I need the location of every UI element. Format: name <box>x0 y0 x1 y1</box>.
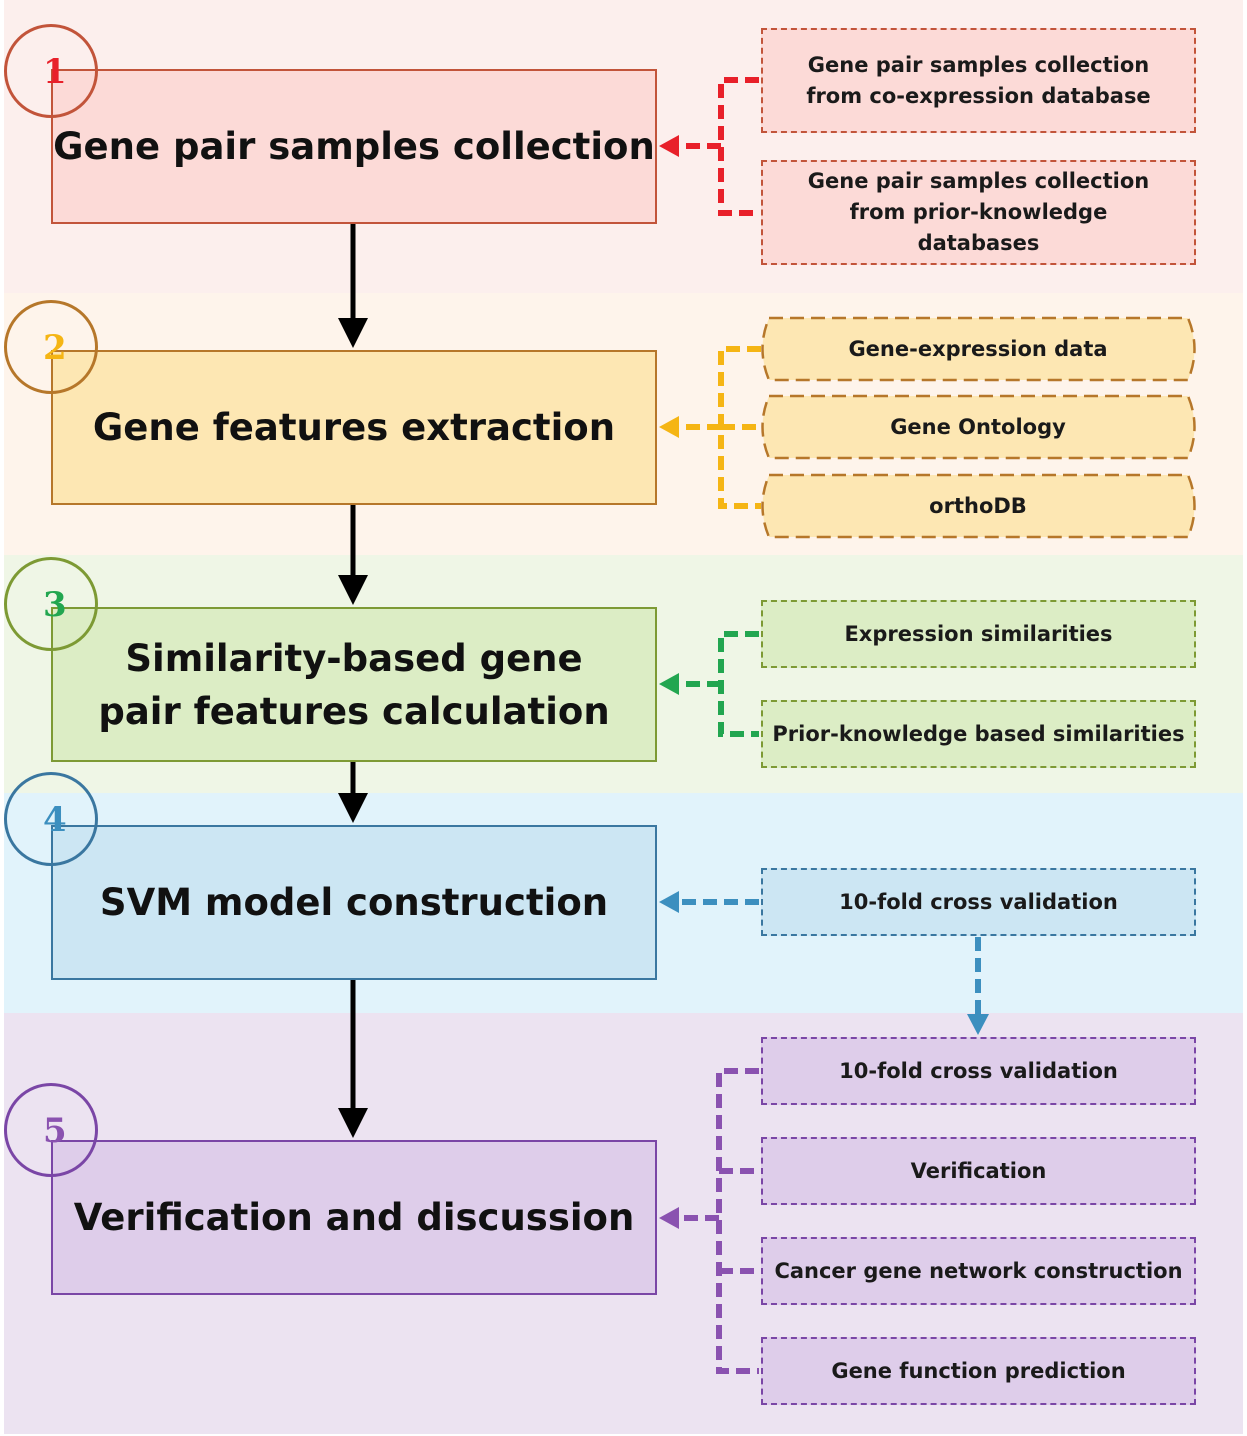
step-2-number: 2 <box>43 328 67 368</box>
step-1-connector <box>675 77 759 216</box>
step-4-number: 4 <box>43 800 67 840</box>
step-2-input-3-label: orthoDB <box>929 493 1027 518</box>
step-2-input-1-label: Gene-expression data <box>848 336 1108 361</box>
step-4-title: SVM model construction <box>99 881 609 924</box>
step-3-input-2-label: Prior-knowledge based similarities <box>772 721 1185 746</box>
step-2-connector <box>675 346 761 509</box>
step-4-number-circle: 4 <box>4 772 98 866</box>
step-2-box: Gene features extraction <box>51 350 657 505</box>
step-2-input-2-label: Gene Ontology <box>890 414 1066 439</box>
step-5-input-3-label: Cancer gene network construction <box>774 1258 1183 1283</box>
step-3-input-2-box: Prior-knowledge based similarities <box>761 700 1196 768</box>
step-5-arrowhead <box>659 1207 679 1229</box>
step-5-input-2-box: Verification <box>761 1137 1196 1205</box>
step-2-arrowhead <box>659 416 679 438</box>
step-5-connector <box>675 1068 759 1374</box>
step-5-box: Verification and discussion <box>51 1140 657 1295</box>
step-1-input-1-box: Gene pair samples collection from co-exp… <box>761 28 1196 133</box>
step-3-box: Similarity-based gene pair features calc… <box>51 607 657 762</box>
step-5-input-1-label: 10-fold cross validation <box>839 1058 1118 1083</box>
step-3-title: Similarity-based gene pair features calc… <box>98 636 610 733</box>
step-5-input-3-box: Cancer gene network construction <box>761 1237 1196 1305</box>
step-4-input-1-box: 10-fold cross validation <box>761 868 1196 936</box>
step-5-input-4-label: Gene function prediction <box>831 1358 1126 1383</box>
step-5-number: 5 <box>43 1111 67 1151</box>
step-1-box: Gene pair samples collection <box>51 69 657 224</box>
step-3-input-1-box: Expression similarities <box>761 600 1196 668</box>
step-5-number-circle: 5 <box>4 1083 98 1177</box>
step-1-input-2-label: Gene pair samples collection from prior-… <box>807 169 1150 255</box>
step-4-input-1-label: 10-fold cross validation <box>839 889 1118 914</box>
step-1-input-2-box: Gene pair samples collection from prior-… <box>761 160 1196 265</box>
step-5-input-4-box: Gene function prediction <box>761 1337 1196 1405</box>
step-2-input-3-scroll <box>761 473 1196 539</box>
step-2-input-2-box: Gene Ontology <box>764 396 1192 458</box>
step-2-input-2-scroll <box>761 394 1196 460</box>
step-5-input-2-label: Verification <box>910 1158 1047 1183</box>
step-3-connector <box>675 631 759 737</box>
step-1-arrowhead <box>659 135 679 157</box>
step-3-input-1-label: Expression similarities <box>844 621 1113 646</box>
step-3-number: 3 <box>43 585 67 625</box>
step-3-arrowhead <box>659 673 679 695</box>
step-1-number-circle: 1 <box>4 24 98 118</box>
step-5-title: Verification and discussion <box>73 1196 635 1239</box>
step-2-input-3-box: orthoDB <box>764 475 1192 537</box>
step-1-input-1-label: Gene pair samples collection from co-exp… <box>806 52 1151 108</box>
step-3-number-circle: 3 <box>4 557 98 651</box>
step-4-arrowhead <box>659 891 679 913</box>
step-2-title: Gene features extraction <box>92 406 616 449</box>
step-2-number-circle: 2 <box>4 300 98 394</box>
step-2-input-1-box: Gene-expression data <box>764 318 1192 380</box>
step-4-down-arrowhead <box>967 1014 989 1035</box>
step-2-input-1-scroll <box>761 316 1196 382</box>
step-1-number: 1 <box>43 52 67 92</box>
step-4-connector <box>675 899 981 1016</box>
step-4-box: SVM model construction <box>51 825 657 980</box>
step-1-title: Gene pair samples collection <box>53 125 655 168</box>
step-5-input-1-box: 10-fold cross validation <box>761 1037 1196 1105</box>
